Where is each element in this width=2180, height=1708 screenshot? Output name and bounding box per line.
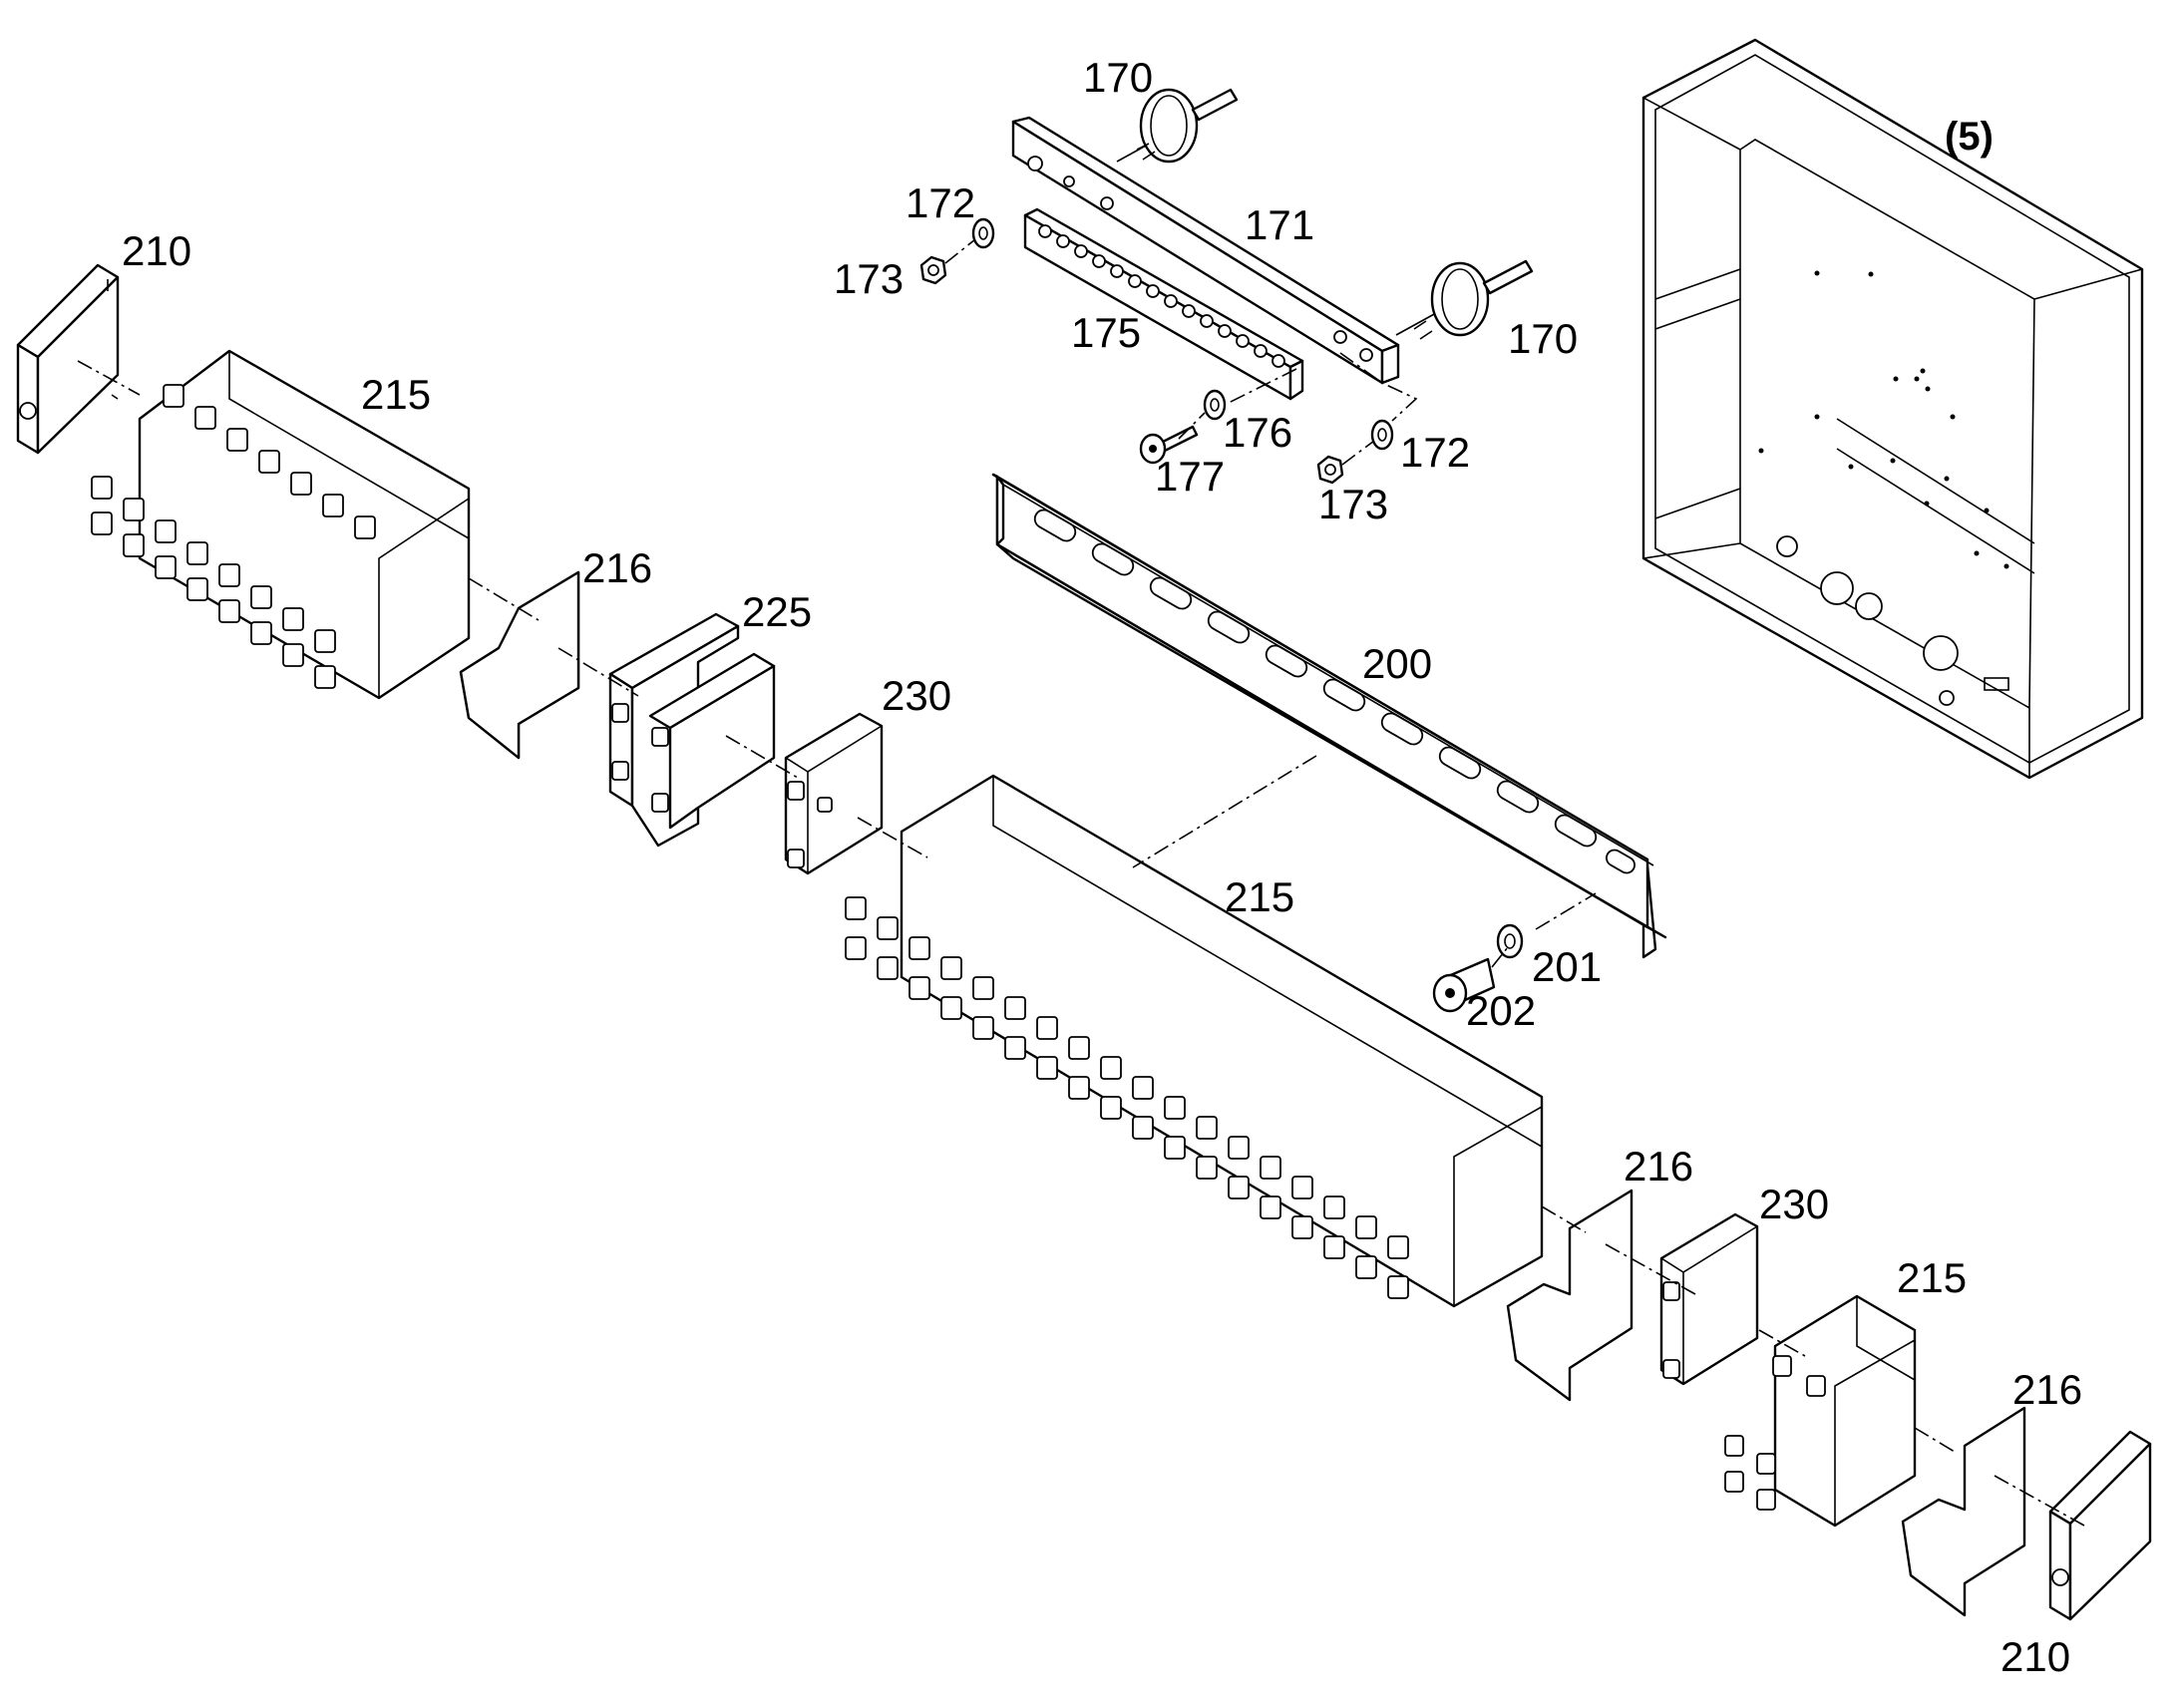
terminal-block-215-left [91,349,471,700]
terminal-strip-175 [1023,207,1304,401]
terminal-screws-mid [845,896,1409,1299]
label-170-right: 170 [1508,315,1578,362]
end-block-225 [608,612,776,848]
label-215-mid: 215 [1225,873,1294,920]
washer-172-left [971,217,995,249]
terminal-block-215-mid [845,774,1544,1308]
label-200: 200 [1362,640,1432,687]
label-210-right: 210 [2000,1633,2070,1680]
separator-plate-216-right [1901,1406,2026,1617]
label-216-left: 216 [582,544,652,591]
insulator-170-right [1395,259,1534,340]
part-labels: 170 171 172 173 175 170 176 172 177 173 … [122,54,2082,1680]
washer-201 [1496,923,1524,959]
washer-172-right [1370,419,1394,451]
terminal-230-left [784,712,884,875]
label-172-right: 172 [1400,429,1470,476]
din-rail-slots [1033,509,1635,874]
terminal-strip-screws [1038,224,1285,368]
assembly-center-lines [77,238,2085,1527]
screw-202 [1432,957,1496,1013]
label-201: 201 [1532,943,1602,990]
label-202: 202 [1466,987,1536,1034]
label-230-right: 230 [1759,1181,1829,1227]
insulator-170-top [1116,88,1239,164]
label-170-top: 170 [1083,54,1153,101]
end-clamp-210-right [2048,1430,2152,1621]
label-enclosure-5: (5) [1945,115,1994,159]
label-175: 175 [1071,309,1141,356]
label-230-left: 230 [882,672,951,719]
separator-plate-216-left [459,570,580,760]
nut-173-right [1316,455,1344,485]
label-177: 177 [1155,453,1225,500]
label-171: 171 [1245,201,1314,248]
screw-177 [1139,425,1199,465]
enclosure-holes [1758,270,2009,569]
din-rail-200 [991,473,1667,959]
washer-176 [1203,389,1227,421]
label-216-mid: 216 [1624,1143,1693,1190]
terminal-screws-left [91,384,376,689]
label-216-right: 216 [2012,1366,2082,1413]
label-210-left: 210 [122,227,191,274]
terminal-230-right [1659,1212,1759,1386]
end-clamp-210-left [16,263,120,455]
terminal-block-215-right [1724,1294,1917,1528]
label-173-right: 173 [1318,481,1388,527]
label-173-left: 173 [834,255,904,302]
nut-173-left [919,255,947,285]
label-172-left: 172 [906,179,975,226]
label-215-left: 215 [361,371,431,418]
label-225: 225 [742,588,812,635]
enclosure-box [1641,38,2144,780]
label-176: 176 [1223,409,1292,456]
label-215-right: 215 [1897,1254,1967,1301]
